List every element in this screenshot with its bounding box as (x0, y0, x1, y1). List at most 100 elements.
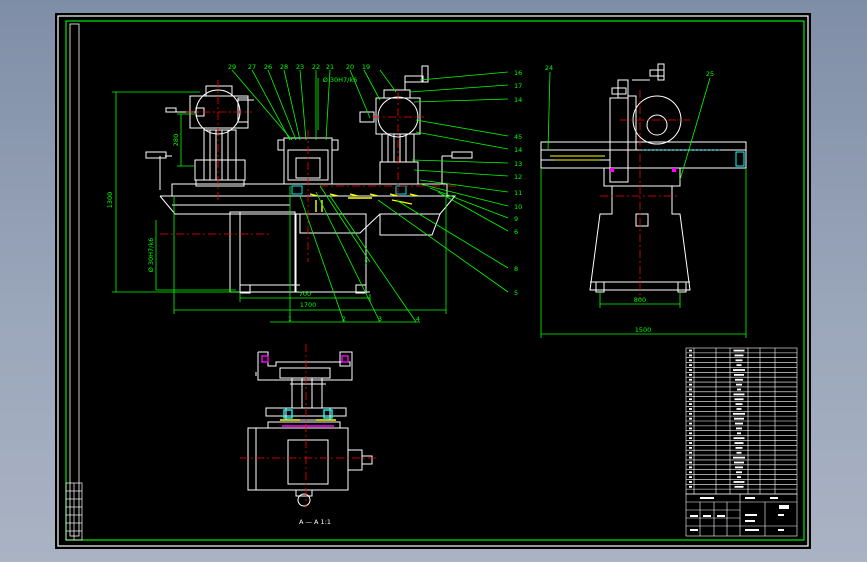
binding-strip (69, 23, 80, 537)
parts-list-number-mark (689, 369, 692, 371)
dim-base-width: 800 (634, 296, 646, 304)
parts-list-number-mark (689, 427, 692, 430)
parts-list-name-mark (733, 412, 745, 415)
parts-list-number-mark (689, 349, 692, 352)
parts-list-name-mark (735, 466, 743, 469)
callout-19: 19 (362, 63, 370, 71)
dim-width-inner: 700 (299, 290, 311, 298)
parts-list-number-mark (689, 471, 692, 474)
parts-list-number-mark (689, 412, 692, 415)
parts-list-number-mark (689, 447, 692, 449)
parts-list-name-mark (734, 442, 744, 444)
parts-list-name-mark (734, 398, 744, 401)
parts-list-name-mark (733, 456, 745, 459)
parts-list-name-mark (733, 393, 745, 396)
parts-list-name-mark (737, 432, 741, 435)
parts-list-name-mark (735, 359, 743, 362)
front-view (112, 65, 509, 323)
parts-list-name-mark (734, 417, 744, 420)
dim-bore-fit: Ø 30H7/k6 (147, 238, 155, 273)
side-view-magenta-marks (610, 168, 676, 172)
side-view: 24 25 800 1500 (540, 63, 747, 338)
callout-45: 45 (514, 133, 522, 141)
parts-list-name-mark (733, 481, 745, 483)
parts-list-name-mark (734, 374, 744, 376)
drawing-background (55, 13, 811, 549)
parts-list-number-mark (689, 417, 692, 420)
side-view-centerlines (600, 90, 690, 300)
front-view-hatch (309, 193, 419, 212)
parts-list-number-mark (689, 481, 692, 483)
front-view-dimensions (112, 78, 447, 314)
parts-list-name-mark (736, 427, 742, 430)
callout-10: 10 (514, 203, 522, 211)
front-view-centerlines (160, 80, 460, 262)
callout-2: 2 (342, 315, 346, 323)
callout-11: 11 (514, 189, 522, 197)
section-view: A — A 1:1 (240, 344, 378, 526)
parts-list-number-mark (689, 393, 692, 396)
front-view-labels: 1300 280 Ø 30H7/k6 Ø 30H7/k6 700 1700 29… (106, 63, 522, 323)
parts-list-number-mark (689, 354, 692, 357)
parts-list-name-mark (736, 408, 742, 410)
parts-list-number-mark (689, 359, 692, 362)
callout-6: 6 (514, 228, 518, 236)
parts-list-name-mark (735, 422, 743, 425)
dim-top-fit: Ø 30H7/k6 (323, 76, 358, 84)
callout-12: 12 (514, 173, 522, 181)
parts-list-name-mark (733, 369, 745, 371)
callout-3: 3 (378, 315, 382, 323)
parts-list-number-mark (689, 383, 692, 386)
parts-list-number-mark (689, 437, 692, 440)
parts-list-number-mark (689, 378, 692, 381)
parts-list-number-mark (689, 403, 692, 405)
callout-26: 26 (264, 63, 272, 71)
parts-list-number-mark (689, 485, 692, 488)
callout-16: 16 (514, 69, 522, 77)
dim-overall-width: 1500 (635, 326, 652, 334)
callout-5: 5 (514, 289, 518, 297)
title-block (685, 493, 798, 537)
callout-28: 28 (280, 63, 288, 71)
section-view-centerlines (240, 344, 378, 508)
parts-list-number-mark (689, 374, 692, 376)
title-block-marks (690, 497, 789, 531)
parts-list-name-mark (736, 364, 742, 367)
callout-7: 7 (364, 259, 368, 267)
parts-list-name-mark (737, 476, 741, 478)
side-view-hidden (642, 149, 745, 167)
parts-list-name-mark (736, 451, 742, 454)
parts-list-name-mark (733, 437, 745, 440)
parts-list-name-mark (733, 349, 745, 352)
section-view-label: A — A 1:1 (299, 518, 331, 526)
parts-list-marks (689, 349, 745, 488)
dim-overall-height: 1300 (106, 192, 114, 209)
parts-list-name-mark (734, 461, 744, 464)
front-view-leaders (231, 69, 509, 323)
callout-23: 23 (296, 63, 304, 71)
callout-9: 9 (514, 215, 518, 223)
callout-21: 21 (326, 63, 334, 71)
parts-list-name-mark (735, 447, 743, 449)
callout-29: 29 (228, 63, 236, 71)
parts-list-name-mark (737, 388, 741, 391)
outer-border (57, 15, 809, 547)
callout-1: 1 (288, 315, 292, 323)
callout-17: 17 (514, 82, 522, 90)
callout-4: 4 (416, 315, 420, 323)
section-view-accents (261, 355, 349, 427)
callout-20: 20 (346, 63, 354, 71)
parts-list-number-mark (689, 422, 692, 425)
revision-strip (65, 482, 83, 541)
side-view-dimensions (540, 71, 747, 338)
callout-14a: 14 (514, 96, 522, 104)
side-callout-25: 25 (706, 70, 714, 78)
callout-14b: 14 (514, 146, 522, 154)
inner-border (65, 20, 805, 541)
parts-list-name-mark (734, 354, 744, 357)
dim-motor-height: 280 (172, 134, 180, 146)
side-view-hatch (550, 155, 605, 161)
parts-list-number-mark (689, 442, 692, 444)
parts-list-number-mark (689, 461, 692, 464)
